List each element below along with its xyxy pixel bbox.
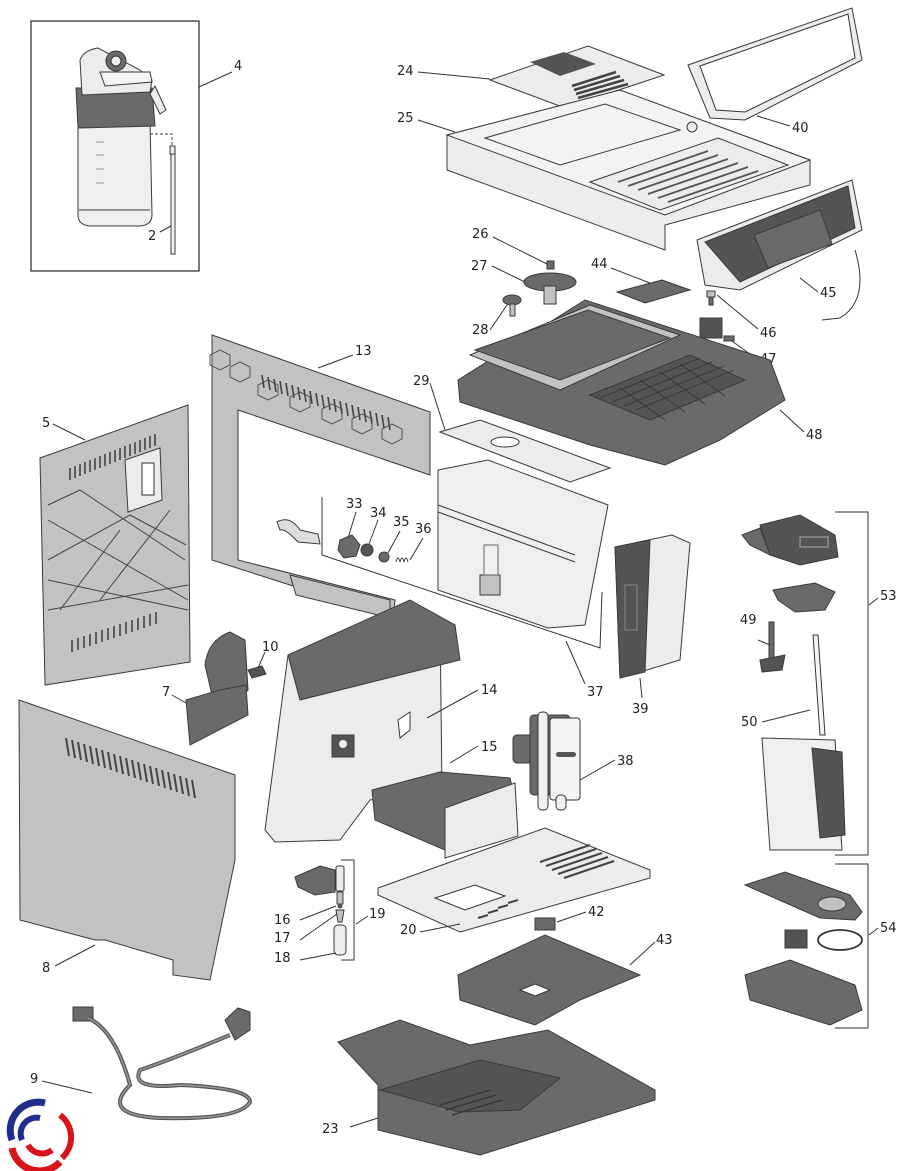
part-20-cup-grille[interactable]	[377, 827, 651, 933]
callout-35: 35	[393, 515, 410, 530]
part-45-control-panel[interactable]	[696, 179, 863, 321]
callout-28: 28	[472, 323, 489, 338]
part-36-spring[interactable]	[395, 557, 409, 563]
callout-29: 29	[413, 374, 430, 389]
callout-25: 25	[397, 111, 414, 126]
callout-16: 16	[274, 913, 291, 928]
part-5-side-panel[interactable]	[39, 404, 191, 686]
callout-54: 54	[880, 921, 897, 936]
callout-26: 26	[472, 227, 489, 242]
callout-33: 33	[346, 497, 363, 512]
callout-5: 5	[42, 416, 50, 431]
callout-43: 43	[656, 933, 673, 948]
part-35-valve-piston[interactable]	[378, 551, 390, 563]
part-7-hinge-bracket[interactable]	[185, 684, 249, 746]
part-frother-jug[interactable]	[761, 737, 846, 851]
callout-15: 15	[481, 740, 498, 755]
callout-9: 9	[30, 1072, 38, 1087]
part-9-power-cord[interactable]	[72, 1006, 253, 1121]
part-50-suction-tube[interactable]	[812, 634, 826, 736]
part-43-tray-support[interactable]	[457, 934, 642, 1026]
callout-34: 34	[370, 506, 387, 521]
callout-42: 42	[588, 905, 605, 920]
part-13-rear-frame[interactable]	[209, 334, 431, 619]
part-23-drip-tray[interactable]	[337, 1019, 656, 1156]
callout-44: 44	[591, 257, 608, 272]
callout-19: 19	[369, 907, 386, 922]
callout-18: 18	[274, 951, 291, 966]
part-42-float[interactable]	[534, 917, 556, 931]
part-29-tank-lid[interactable]	[438, 419, 612, 483]
part-25-top-cover[interactable]	[445, 89, 812, 251]
part-28-doser-knob[interactable]	[502, 294, 522, 317]
callout-24: 24	[397, 64, 414, 79]
callout-46: 46	[760, 326, 777, 341]
part-24-bean-lid[interactable]	[488, 45, 666, 109]
callout-27: 27	[471, 259, 488, 274]
part-47-microswitch[interactable]	[699, 317, 735, 342]
part-4-milk-carafe[interactable]	[30, 20, 200, 272]
part-37-water-tank[interactable]	[321, 459, 609, 649]
part-10-clip[interactable]	[247, 665, 267, 679]
callout-20: 20	[400, 923, 417, 938]
callout-13: 13	[355, 344, 372, 359]
part-8-side-cover[interactable]	[18, 699, 236, 981]
part-26-knob-cap[interactable]	[546, 260, 555, 270]
part-33-valve-body[interactable]	[337, 534, 361, 559]
callout-38: 38	[617, 754, 634, 769]
callout-17: 17	[274, 931, 291, 946]
callout-36: 36	[415, 522, 432, 537]
callout-4: 4	[234, 59, 242, 74]
part-19-water-spout[interactable]	[294, 859, 355, 961]
callout-40: 40	[792, 121, 809, 136]
part-44-doser-flap[interactable]	[615, 279, 692, 304]
callout-37: 37	[587, 685, 604, 700]
part-53-milk-frother[interactable]	[741, 511, 869, 856]
callout-53: 53	[880, 589, 897, 604]
callout-8: 8	[42, 961, 50, 976]
callout-23: 23	[322, 1122, 339, 1137]
callout-14: 14	[481, 683, 498, 698]
part-54-frother-base[interactable]	[743, 863, 869, 1029]
callout-39: 39	[632, 702, 649, 717]
callout-10: 10	[262, 640, 279, 655]
part-39-side-door[interactable]	[614, 534, 691, 679]
part-34-valve-seal[interactable]	[360, 543, 374, 557]
callout-49: 49	[740, 613, 757, 628]
brand-logo	[6, 1098, 75, 1171]
part-40-control-frame[interactable]	[687, 7, 863, 121]
callout-7: 7	[162, 685, 170, 700]
part-27-grind-knob[interactable]	[523, 272, 577, 305]
callout-50: 50	[741, 715, 758, 730]
part-48-hopper-base[interactable]	[457, 299, 786, 466]
part-38-coffee-dispenser[interactable]	[512, 711, 581, 811]
callout-2: 2	[148, 229, 156, 244]
part-46-pin[interactable]	[706, 290, 716, 306]
callout-45: 45	[820, 286, 837, 301]
callout-48: 48	[806, 428, 823, 443]
part-49-whisk-shaft[interactable]	[757, 639, 771, 646]
part-15-grounds-container[interactable]	[371, 771, 519, 859]
